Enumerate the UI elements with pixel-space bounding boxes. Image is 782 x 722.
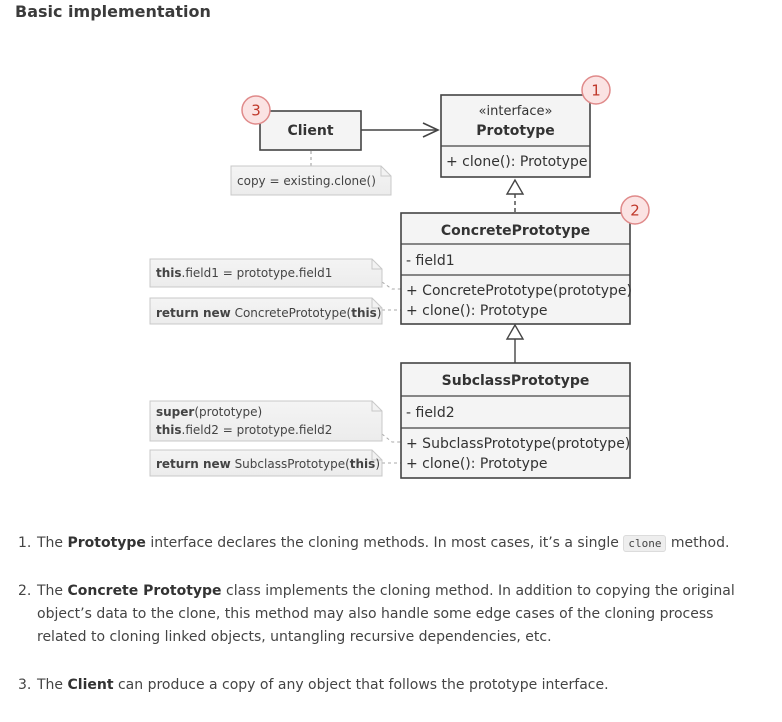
client-note-text: copy = existing.clone() bbox=[237, 174, 376, 188]
uml-diagram: Client «interface» Prototype + clone(): … bbox=[149, 75, 650, 479]
badge-2: 2 bbox=[620, 195, 650, 225]
concrete-field: - field1 bbox=[406, 253, 455, 269]
interface-stereotype: «interface» bbox=[479, 104, 553, 119]
association-arrow bbox=[361, 122, 440, 138]
realization-arrow bbox=[505, 178, 525, 213]
badge-1: 1 bbox=[581, 75, 611, 105]
concrete-method-ctor: + ConcretePrototype(prototype) bbox=[406, 283, 632, 299]
subclass-constructor-note-line-1: super(prototype) bbox=[156, 405, 262, 419]
concrete-method-clone: + clone(): Prototype bbox=[406, 303, 547, 319]
inline-code: clone bbox=[623, 535, 667, 552]
concrete-constructor-note: this.field1 = prototype.field1 bbox=[149, 258, 383, 288]
client-class-name: Client bbox=[287, 123, 333, 139]
badge-2-text: 2 bbox=[630, 202, 640, 220]
concrete-constructor-note-text: this.field1 = prototype.field1 bbox=[156, 266, 332, 280]
prototype-class-name: Prototype bbox=[476, 123, 554, 139]
badge-1-text: 1 bbox=[591, 82, 601, 100]
badge-3: 3 bbox=[241, 95, 271, 125]
list-item-number: 1. bbox=[18, 535, 32, 551]
subclass-field: - field2 bbox=[406, 405, 455, 421]
badge-3-text: 3 bbox=[251, 102, 261, 120]
explanation-list: 1. The Prototype interface declares the … bbox=[18, 532, 763, 722]
concrete-prototype-class: ConcretePrototype - field1 + ConcretePro… bbox=[400, 212, 632, 325]
inheritance-arrow bbox=[505, 323, 525, 363]
subclass-constructor-note: super(prototype) this.field2 = prototype… bbox=[149, 400, 383, 442]
subclass-clone-note-text: return new SubclassPrototype(this) bbox=[156, 457, 380, 471]
subclass-clone-note: return new SubclassPrototype(this) bbox=[149, 449, 383, 477]
prototype-interface: «interface» Prototype + clone(): Prototy… bbox=[440, 94, 591, 178]
section-heading: Basic implementation bbox=[15, 2, 211, 21]
client-class: Client bbox=[259, 110, 362, 151]
subclass-class-name: SubclassPrototype bbox=[442, 373, 590, 389]
subclass-method-clone: + clone(): Prototype bbox=[406, 456, 547, 472]
list-item: 2. The Concrete Prototype class implemen… bbox=[18, 580, 763, 649]
subclass-prototype-class: SubclassPrototype - field2 + SubclassPro… bbox=[400, 362, 631, 479]
list-item-number: 2. bbox=[18, 583, 32, 599]
subclass-constructor-note-line-2: this.field2 = prototype.field2 bbox=[156, 423, 332, 437]
method-note-connectors bbox=[381, 281, 401, 464]
client-note: copy = existing.clone() bbox=[230, 165, 392, 196]
subclass-method-ctor: + SubclassPrototype(prototype) bbox=[406, 436, 630, 452]
concrete-clone-note: return new ConcretePrototype(this) bbox=[149, 297, 383, 325]
list-item: 3. The Client can produce a copy of any … bbox=[18, 674, 763, 697]
concrete-class-name: ConcretePrototype bbox=[441, 223, 590, 239]
prototype-method-clone: + clone(): Prototype bbox=[446, 154, 587, 170]
list-item: 1. The Prototype interface declares the … bbox=[18, 532, 763, 555]
list-item-number: 3. bbox=[18, 677, 32, 693]
concrete-clone-note-text: return new ConcretePrototype(this) bbox=[156, 306, 381, 320]
